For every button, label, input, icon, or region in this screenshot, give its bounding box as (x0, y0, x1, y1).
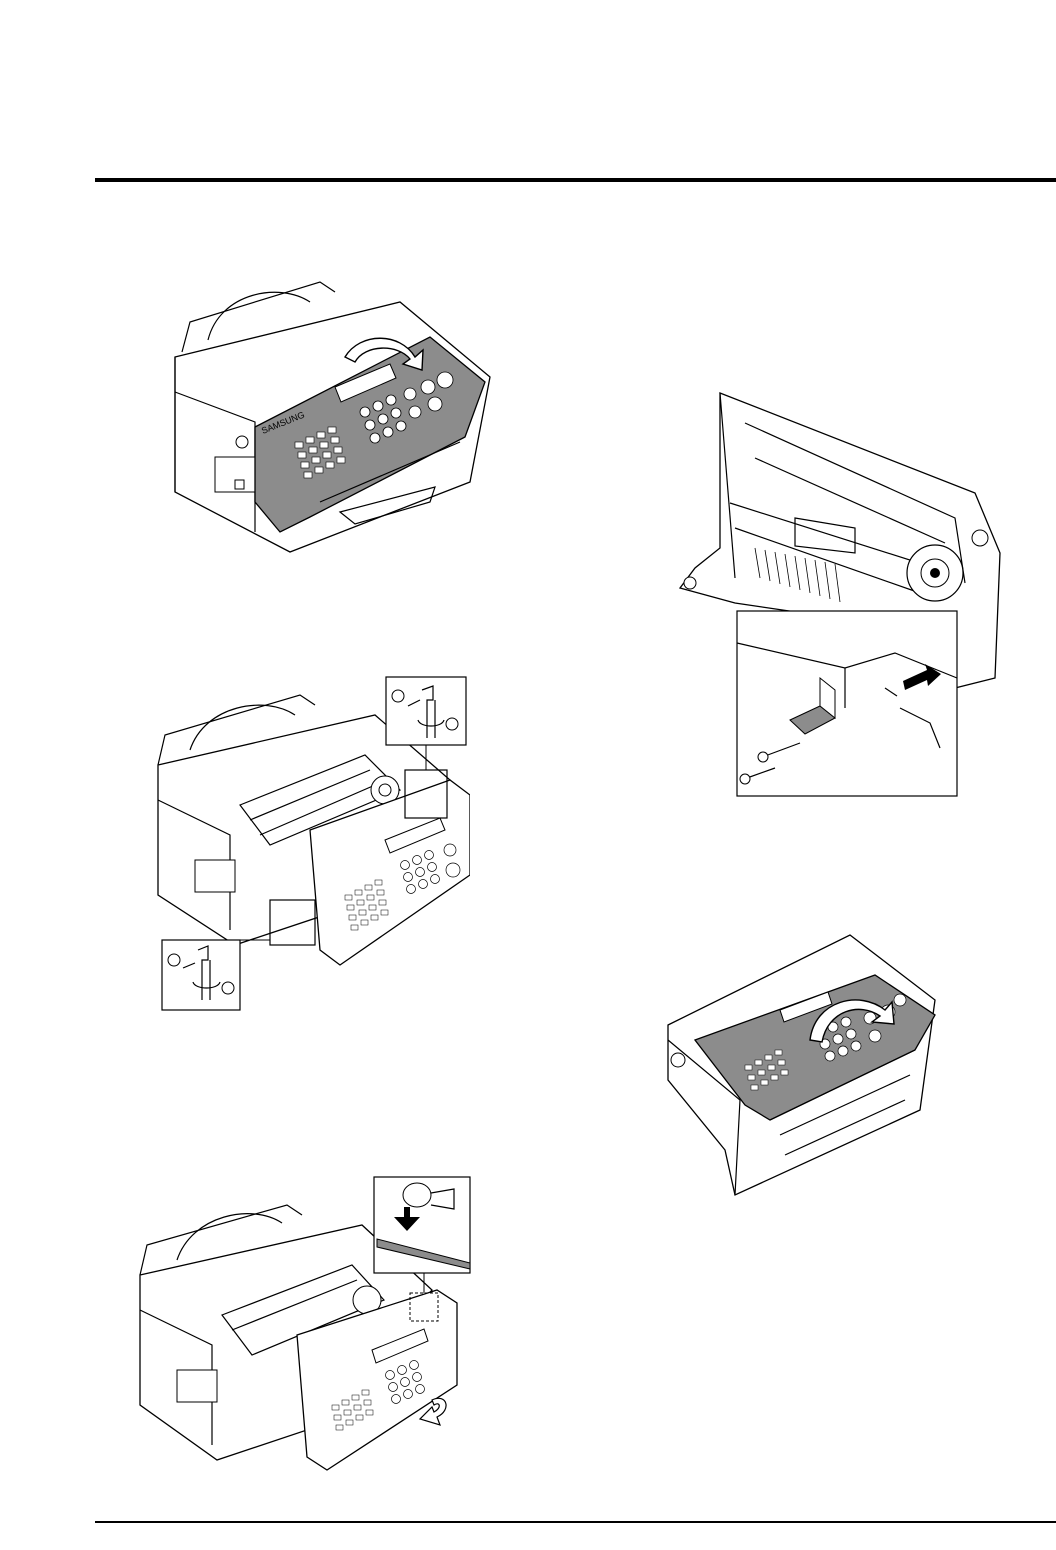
figure-release-latch (132, 1175, 477, 1475)
bottom-rule (95, 1521, 1056, 1523)
figure-unhook-clips (150, 670, 470, 1015)
figure-open-panel: SAMSUNG (160, 262, 500, 557)
figure-rotate-panel (660, 930, 960, 1200)
figure-remove-bracket (665, 378, 1005, 800)
top-rule (95, 178, 1056, 182)
